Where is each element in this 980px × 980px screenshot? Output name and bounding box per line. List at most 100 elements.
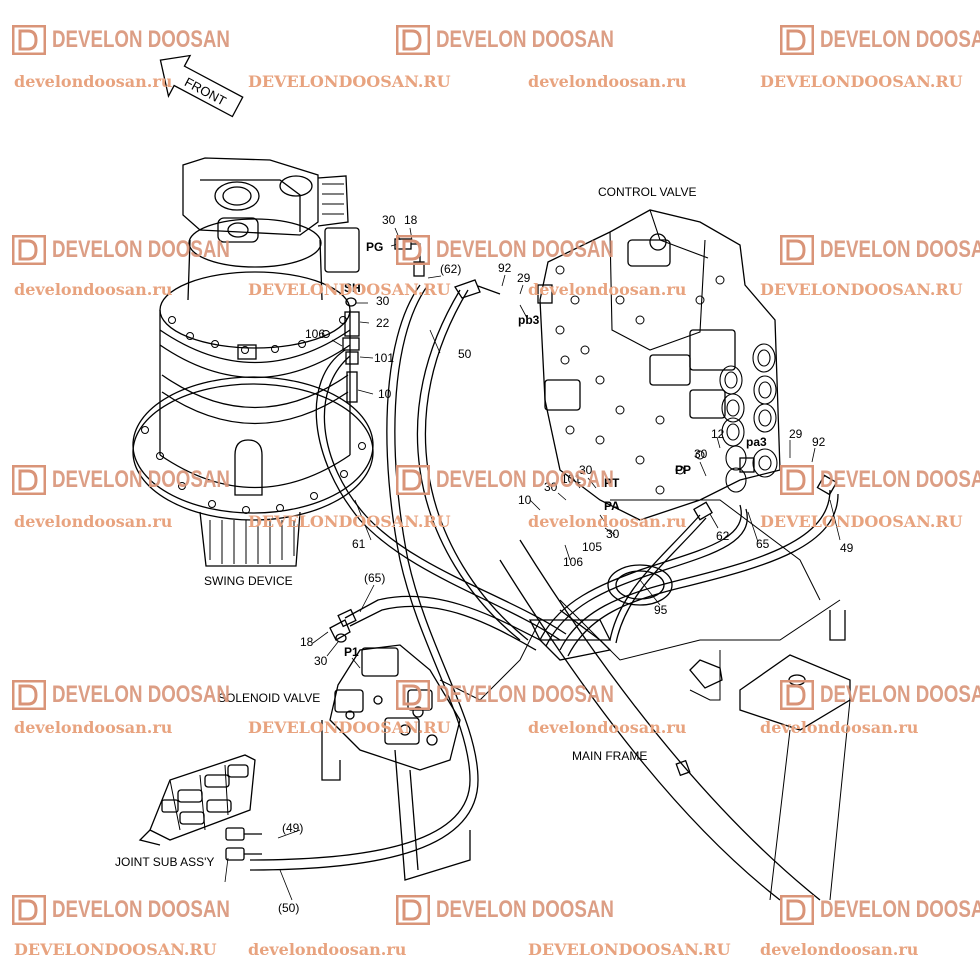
main-frame-drawing (439, 499, 851, 901)
watermark-brand-text: DEVELON DOOSAN (52, 236, 230, 263)
watermark-logo-icon (780, 235, 814, 265)
port-sh: SH (344, 281, 361, 295)
watermark-brand: DEVELON DOOSAN (12, 235, 280, 265)
watermark-logo-icon (780, 465, 814, 495)
callout-22: 22 (376, 316, 390, 330)
callout-30-pp: 30 (694, 447, 708, 461)
watermark-brand-text: DEVELON DOOSAN (436, 466, 614, 493)
watermark-logo-icon (12, 895, 46, 925)
watermark-brand: DEVELON DOOSAN (780, 680, 980, 710)
watermark-logo-icon (396, 680, 430, 710)
callout-62-paren: (62) (440, 262, 461, 276)
watermark-brand: DEVELON DOOSAN (12, 680, 280, 710)
callout-101-left: 101 (374, 351, 394, 365)
front-arrow-icon: FRONT (159, 54, 244, 118)
watermark-brand: DEVELON DOOSAN (396, 465, 664, 495)
watermark-brand-text: DEVELON DOOSAN (820, 466, 980, 493)
callout-18-sol: 18 (300, 635, 314, 649)
callout-18-top: 18 (404, 213, 418, 227)
watermark-url: DEVELONDOOSAN.RU (760, 280, 963, 299)
watermark-logo-icon (396, 235, 430, 265)
watermark-brand-text: DEVELON DOOSAN (52, 896, 230, 923)
watermark-url: DEVELONDOOSAN.RU (248, 512, 451, 531)
control-valve-drawing (537, 209, 781, 521)
watermark-logo-icon (12, 680, 46, 710)
title-swing-device: SWING DEVICE (204, 574, 293, 588)
watermark-url: DEVELONDOOSAN.RU (248, 718, 451, 737)
watermark-brand-text: DEVELON DOOSAN (820, 26, 980, 53)
watermark-brand: DEVELON DOOSAN (780, 25, 980, 55)
watermark-brand: DEVELON DOOSAN (12, 25, 280, 55)
watermark-url: develondoosan.ru (528, 280, 687, 299)
callout-30-mid: 30 (544, 480, 558, 494)
watermark-url: develondoosan.ru (528, 718, 687, 737)
callout-65-paren: (65) (364, 571, 385, 585)
watermark-url: DEVELONDOOSAN.RU (248, 72, 451, 91)
callout-29-right: 29 (789, 427, 803, 441)
watermark-url: develondoosan.ru (760, 718, 919, 737)
watermark-url: develondoosan.ru (14, 280, 173, 299)
watermark-logo-icon (12, 25, 46, 55)
labels: CONTROL VALVE SWING DEVICE SOLENOID VALV… (115, 185, 854, 915)
watermark-brand: DEVELON DOOSAN (12, 895, 280, 925)
watermark-brand-text: DEVELON DOOSAN (52, 466, 230, 493)
watermark-logo-icon (780, 25, 814, 55)
watermark-brand: DEVELON DOOSAN (396, 895, 664, 925)
callout-105: 105 (582, 540, 602, 554)
watermark-logo-icon (780, 895, 814, 925)
watermark-logo-icon (396, 465, 430, 495)
callout-95: 95 (654, 603, 668, 617)
title-joint-sub-assy: JOINT SUB ASS'Y (115, 855, 214, 869)
watermark-brand: DEVELON DOOSAN (396, 235, 664, 265)
watermark-brand: DEVELON DOOSAN (780, 895, 980, 925)
callout-30-sh: 30 (376, 294, 390, 308)
callout-30-top: 30 (382, 213, 396, 227)
watermark-url: develondoosan.ru (760, 940, 919, 959)
watermark-logo-icon (12, 235, 46, 265)
callout-62: 62 (716, 529, 730, 543)
watermark-url: develondoosan.ru (528, 72, 687, 91)
hose-61 (315, 349, 567, 641)
watermark-brand: DEVELON DOOSAN (396, 25, 664, 55)
callout-61: 61 (352, 537, 366, 551)
callout-30-sol: 30 (314, 654, 328, 668)
watermark-brand: DEVELON DOOSAN (396, 680, 664, 710)
watermark-url: DEVELONDOOSAN.RU (528, 940, 731, 959)
watermark-brand-text: DEVELON DOOSAN (52, 681, 230, 708)
port-pg: PG (366, 240, 383, 254)
hoses-right (539, 457, 839, 657)
callout-65: 65 (756, 537, 770, 551)
title-solenoid-valve: SOLENOID VALVE (218, 691, 320, 705)
watermark-url: develondoosan.ru (14, 72, 173, 91)
watermark-url: DEVELONDOOSAN.RU (760, 72, 963, 91)
callout-50: 50 (458, 347, 472, 361)
callout-106-left: 106 (305, 327, 325, 341)
watermark-brand-text: DEVELON DOOSAN (820, 236, 980, 263)
callout-49-paren: (49) (282, 821, 303, 835)
watermark-brand-text: DEVELON DOOSAN (820, 681, 980, 708)
leader-lines (224, 227, 841, 901)
callout-30-pt: 30 (579, 463, 593, 477)
callout-49: 49 (840, 541, 854, 555)
callout-29-top: 29 (517, 271, 531, 285)
callout-50-paren: (50) (278, 901, 299, 915)
watermark-logo-icon (396, 895, 430, 925)
port-pp: PP (675, 463, 691, 477)
watermark-brand-text: DEVELON DOOSAN (436, 236, 614, 263)
watermark-logo-icon (780, 680, 814, 710)
watermark-url: develondoosan.ru (528, 512, 687, 531)
callout-10-mid: 10 (518, 493, 532, 507)
port-pb3: pb3 (518, 313, 540, 327)
watermark-url: DEVELONDOOSAN.RU (248, 280, 451, 299)
watermark-url: develondoosan.ru (14, 512, 173, 531)
watermark-brand: DEVELON DOOSAN (12, 465, 280, 495)
swing-device-drawing (132, 157, 374, 567)
callout-101-mid: 101 (561, 472, 581, 486)
port-pa3: pa3 (746, 435, 767, 449)
watermark-brand-text: DEVELON DOOSAN (436, 896, 614, 923)
watermark-url: DEVELONDOOSAN.RU (760, 512, 963, 531)
title-control-valve: CONTROL VALVE (598, 185, 696, 199)
watermark-brand: DEVELON DOOSAN (780, 465, 980, 495)
